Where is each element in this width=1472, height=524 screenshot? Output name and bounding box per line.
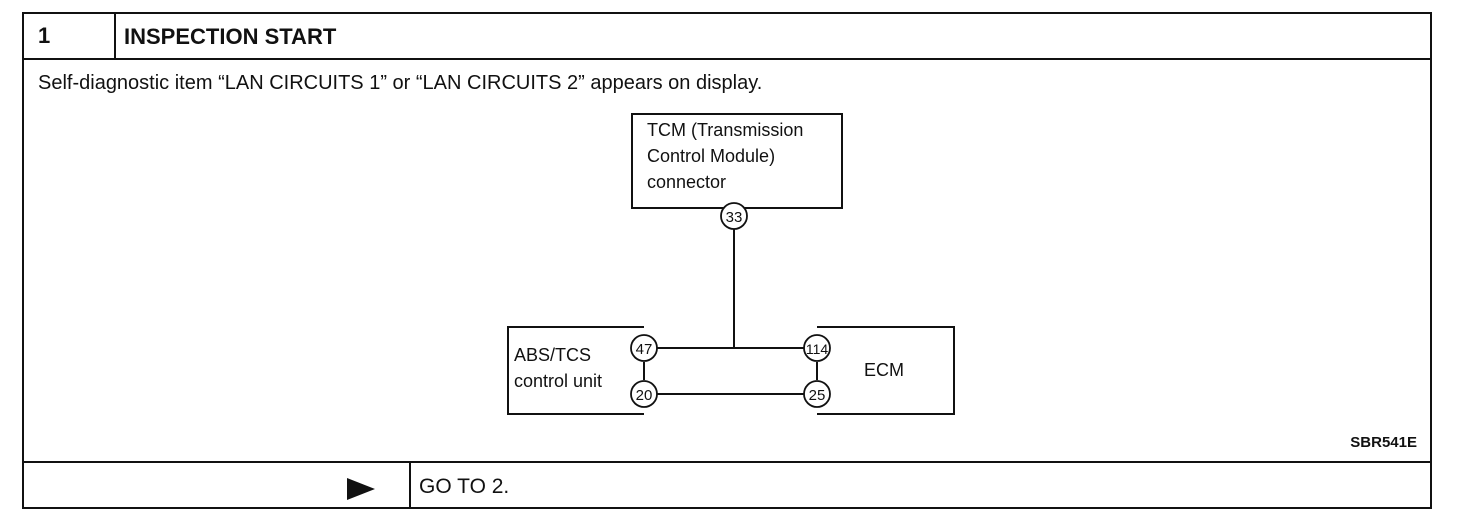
step-number: 1 [24, 14, 116, 58]
abs-tcs-control-unit-box [507, 326, 644, 415]
step-description: Self-diagnostic item “LAN CIRCUITS 1” or… [38, 72, 763, 94]
tcm-label-line-1: TCM (Transmission [647, 120, 803, 140]
go-to-step-text: GO TO 2. [419, 475, 510, 498]
step-result-row: GO TO 2. [24, 463, 1430, 509]
abs-tcs-pin-47 [630, 334, 658, 362]
step-header-row: 1 INSPECTION START [24, 14, 1430, 60]
abs-tcs-label-line-1: ABS/TCS [514, 345, 591, 365]
step-title: INSPECTION START [124, 24, 337, 49]
abs-tcs-pin-47-label: 47 [636, 341, 653, 358]
tcm-pin-33-label: 33 [726, 209, 743, 226]
ecm-box [817, 326, 955, 415]
figure-id: SBR541E [1350, 434, 1417, 451]
ecm-pin-25 [803, 380, 831, 408]
ecm-label: ECM [864, 360, 904, 380]
right-triangle-arrow-icon [347, 478, 375, 500]
abs-tcs-pin-20-label: 20 [636, 387, 653, 404]
tcm-label-line-3: connector [647, 172, 726, 192]
abs-tcs-pin-20 [630, 380, 658, 408]
step-content-row: Self-diagnostic item “LAN CIRCUITS 1” or… [24, 60, 1430, 463]
ecm-pin-114-label: 114 [806, 341, 829, 357]
tcm-label-line-2: Control Module) [647, 146, 775, 166]
ecm-pin-114 [803, 334, 831, 362]
inspection-step-table: 1 INSPECTION START Self-diagnostic item … [22, 12, 1432, 509]
arrow-cell [24, 463, 411, 509]
ecm-pin-25-label: 25 [809, 387, 826, 404]
abs-tcs-label-line-2: control unit [514, 371, 602, 391]
lan-circuit-diagram: TCM (Transmission Control Module) connec… [507, 113, 955, 415]
